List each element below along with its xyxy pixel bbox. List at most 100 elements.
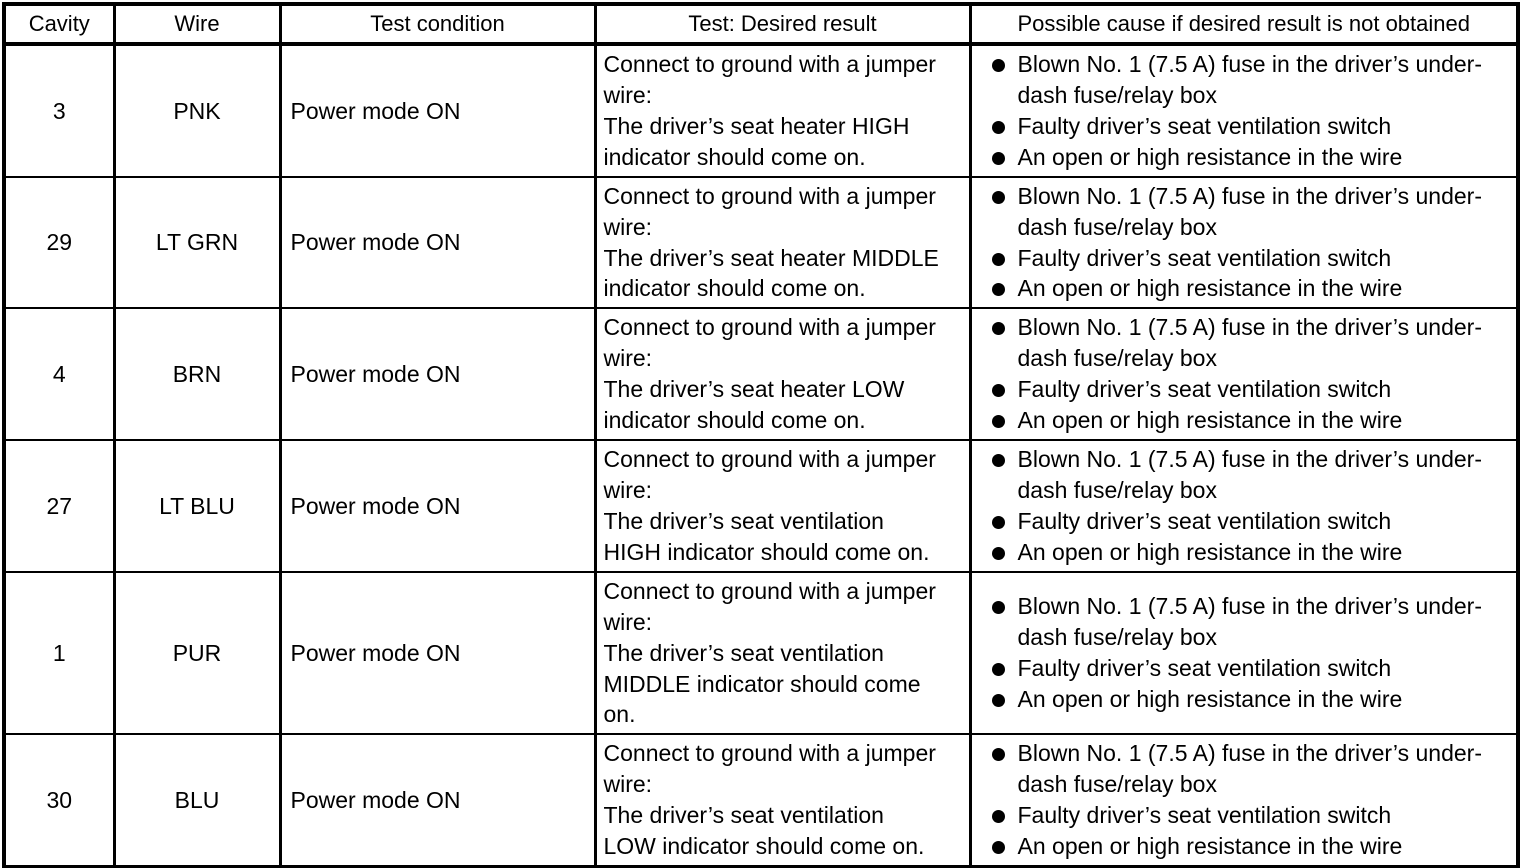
possible-cause-text: Faulty driver’s seat ventilation switch [1017,507,1392,534]
column-header-cavity: Cavity [4,4,116,46]
possible-cause-text: Faulty driver’s seat ventilation switch [1017,655,1392,682]
cell-cavity: 1 [4,570,116,735]
desired-result-line: The driver’s seat heater MIDDLE [603,244,939,271]
list-item: Faulty driver’s seat ventilation switch [984,653,1513,684]
desired-result-line: MIDDLE indicator should come [603,670,921,697]
bullet-icon [991,591,1005,615]
list-item: An open or high resistance in the wire [984,684,1513,715]
list-item: An open or high resistance in the wire [984,537,1513,568]
list-item: An open or high resistance in the wire [984,405,1513,436]
possible-cause-text: Blown No. 1 (7.5 A) fuse in the driver’s… [1017,51,1483,108]
possible-cause-text: Faulty driver’s seat ventilation switch [1017,802,1392,829]
possible-cause-list: Blown No. 1 (7.5 A) fuse in the driver’s… [984,181,1513,305]
cell-possible-cause: Blown No. 1 (7.5 A) fuse in the driver’s… [970,570,1518,735]
table-header-row: Cavity Wire Test condition Test: Desired… [4,4,1518,46]
possible-cause-list: Blown No. 1 (7.5 A) fuse in the driver’s… [984,591,1513,715]
possible-cause-text: Blown No. 1 (7.5 A) fuse in the driver’s… [1017,182,1483,240]
desired-result-line: The driver’s seat ventilation [603,507,884,534]
bullet-icon [991,273,1005,297]
desired-result-line: Connect to ground with a jumper [603,446,936,473]
cell-wire: LT GRN [114,175,282,309]
desired-result-line: wire: [603,213,653,240]
bullet-icon [991,312,1005,336]
cell-cavity: 29 [4,175,116,309]
bullet-icon [991,653,1005,677]
cell-desired-result: Connect to ground with a jumper wire: The … [595,733,972,868]
bullet-icon [991,831,1005,855]
desired-result-line: Connect to ground with a jumper [603,314,936,341]
possible-cause-text: Blown No. 1 (7.5 A) fuse in the driver’s… [1017,593,1483,651]
list-item: An open or high resistance in the wire [984,831,1513,862]
possible-cause-list: Blown No. 1 (7.5 A) fuse in the driver’s… [984,312,1513,436]
bullet-icon [991,181,1005,204]
cell-desired-result: Connect to ground with a jumper wire: The … [595,307,972,441]
cell-possible-cause: Blown No. 1 (7.5 A) fuse in the driver’s… [970,307,1518,441]
cell-test-condition: Power mode ON [280,307,597,441]
list-item: Faulty driver’s seat ventilation switch [984,111,1513,142]
cell-wire: BLU [114,733,282,868]
bullet-icon [991,800,1005,824]
cell-test-condition: Power mode ON [280,439,597,572]
cell-test-condition: Power mode ON [280,175,597,309]
desired-result-line: The driver’s seat heater LOW [603,376,905,403]
desired-result-line: wire: [603,345,653,372]
bullet-icon [991,49,1005,72]
list-item: Blown No. 1 (7.5 A) fuse in the driver’s… [984,738,1513,800]
list-item: Faulty driver’s seat ventilation switch [984,800,1513,831]
cell-test-condition: Power mode ON [280,44,597,177]
cell-desired-result: Connect to ground with a jumper wire: The … [595,175,972,309]
bullet-icon [991,738,1005,762]
list-item: Blown No. 1 (7.5 A) fuse in the driver’s… [984,591,1513,653]
desired-result-line: indicator should come on. [603,407,866,434]
cell-cavity: 4 [4,307,116,441]
bullet-icon [991,142,1005,165]
desired-result-line: wire: [603,608,653,635]
bullet-icon [991,405,1005,429]
possible-cause-list: Blown No. 1 (7.5 A) fuse in the driver’s… [984,738,1513,862]
cell-wire: PUR [114,570,282,735]
cell-possible-cause: Blown No. 1 (7.5 A) fuse in the driver’s… [970,733,1518,868]
desired-result-line: LOW indicator should come on. [603,833,925,860]
desired-result-line: Connect to ground with a jumper [603,577,936,604]
bullet-icon [991,243,1005,266]
bullet-icon [991,444,1005,468]
cell-possible-cause: Blown No. 1 (7.5 A) fuse in the driver’s… [970,44,1518,177]
possible-cause-text: An open or high resistance in the wire [1017,407,1403,434]
cell-wire: BRN [114,307,282,441]
possible-cause-text: Blown No. 1 (7.5 A) fuse in the driver’s… [1017,740,1483,798]
cell-desired-result: Connect to ground with a jumper wire: The … [595,439,972,572]
list-item: An open or high resistance in the wire [984,273,1513,304]
desired-result-line: Connect to ground with a jumper [603,740,936,767]
list-item: Blown No. 1 (7.5 A) fuse in the driver’s… [984,181,1513,243]
list-item: Blown No. 1 (7.5 A) fuse in the driver’s… [984,312,1513,374]
cell-possible-cause: Blown No. 1 (7.5 A) fuse in the driver’s… [970,175,1518,309]
possible-cause-text: Blown No. 1 (7.5 A) fuse in the driver’s… [1017,314,1483,372]
desired-result-line: wire: [603,771,653,798]
desired-result-line: The driver’s seat ventilation [603,802,884,829]
bullet-icon [991,537,1005,560]
desired-result-line: wire: [603,476,653,503]
desired-result-line: The driver’s seat ventilation [603,639,884,666]
possible-cause-text: An open or high resistance in the wire [1017,143,1403,170]
bullet-icon [991,111,1005,134]
possible-cause-text: Faulty driver’s seat ventilation switch [1017,244,1392,271]
list-item: Blown No. 1 (7.5 A) fuse in the driver’s… [984,49,1513,111]
desired-result-line: wire: [603,81,653,108]
cell-wire: PNK [114,44,282,177]
possible-cause-text: An open or high resistance in the wire [1017,685,1403,712]
cell-possible-cause: Blown No. 1 (7.5 A) fuse in the driver’s… [970,439,1518,572]
cell-cavity: 27 [4,439,116,572]
cell-cavity: 3 [4,44,116,177]
column-header-desired-result: Test: Desired result [595,4,972,46]
bullet-icon [991,374,1005,398]
list-item: Faulty driver’s seat ventilation switch [984,374,1513,405]
desired-result-line: Connect to ground with a jumper [603,182,936,209]
column-header-test-condition: Test condition [280,4,597,46]
list-item: Blown No. 1 (7.5 A) fuse in the driver’s… [984,444,1513,506]
